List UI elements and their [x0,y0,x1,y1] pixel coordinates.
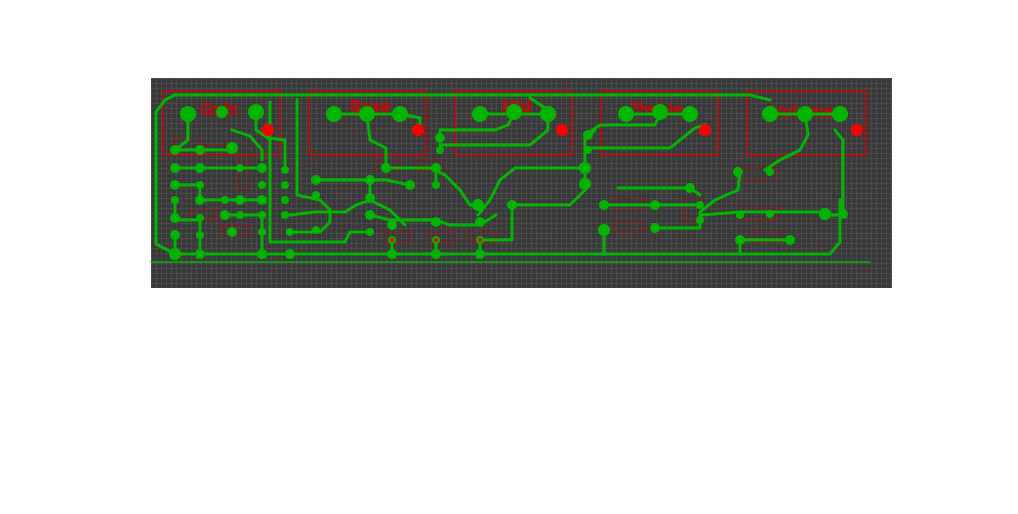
pot-outline-treble [600,90,719,156]
pot-outlines [162,90,867,156]
pot-outline-mid [454,90,573,156]
pot-outline-volume [746,90,867,156]
pot-outline-gain [162,90,281,156]
component-pads [169,104,863,260]
pot-outline-base [308,90,427,156]
